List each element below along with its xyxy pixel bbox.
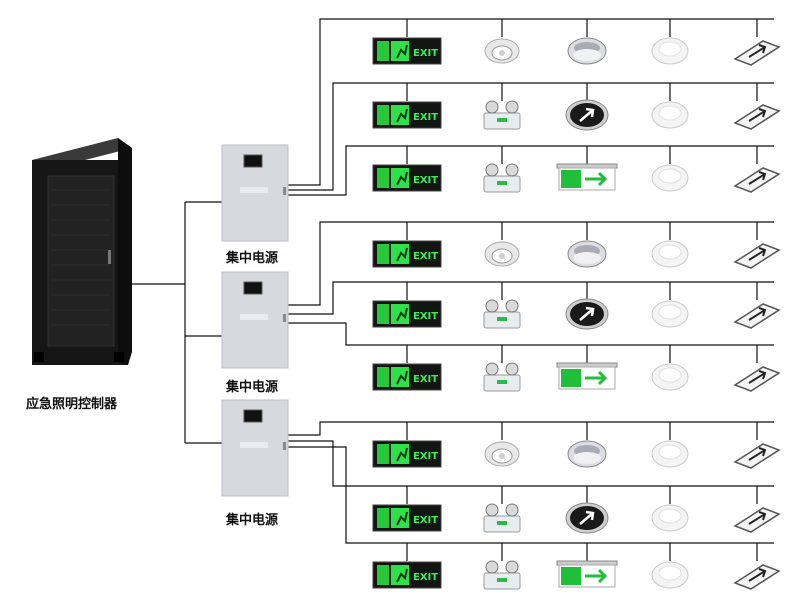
twin-head-emergency-light-icon [483,100,521,130]
floor-arrow-icon [733,443,781,469]
twin-head-emergency-light-icon [483,503,521,533]
round-light-icon [651,101,689,129]
exit-sign-icon: EXIT [372,300,442,328]
ceiling-light-icon [567,37,607,65]
power-unit-cabinet-icon [221,399,289,497]
svg-text:EXIT: EXIT [413,515,438,526]
downlight-icon [484,441,520,467]
exit-sign-icon: EXIT [372,504,442,532]
round-light-icon [651,300,689,328]
ceiling-light-icon [567,440,607,468]
round-light-icon [651,164,689,192]
exit-sign-icon: EXIT [372,101,442,129]
exit-sign-icon: EXIT [372,164,442,192]
power-unit-label-2: 集中电源 [226,380,279,395]
round-light-icon [651,363,689,391]
power-unit-cabinet-icon [221,144,289,242]
twin-head-emergency-light-icon [483,163,521,193]
arrow-disc-sign-icon [565,298,609,330]
downlight-icon [484,38,520,64]
svg-text:EXIT: EXIT [413,374,438,385]
round-light-icon [651,440,689,468]
exit-sign-icon: EXIT [372,240,442,268]
floor-arrow-icon [733,104,781,130]
controller-label: 应急照明控制器 [26,397,118,412]
exit-sign-icon: EXIT [372,37,442,65]
svg-text:EXIT: EXIT [413,572,438,583]
floor-arrow-icon [733,40,781,66]
twin-head-emergency-light-icon [483,560,521,590]
hanging-exit-sign-icon [556,163,618,191]
arrow-disc-sign-icon [565,502,609,534]
exit-sign-icon: EXIT [372,561,442,589]
power-unit-cabinet-icon [221,271,289,369]
floor-arrow-icon [733,507,781,533]
round-light-icon [651,561,689,589]
twin-head-emergency-light-icon [483,362,521,392]
svg-text:EXIT: EXIT [413,451,438,462]
round-light-icon [651,240,689,268]
exit-sign-icon: EXIT [372,440,442,468]
floor-arrow-icon [733,167,781,193]
downlight-icon [484,241,520,267]
floor-arrow-icon [733,243,781,269]
wiring [132,18,774,561]
svg-text:EXIT: EXIT [413,112,438,123]
round-light-icon [651,37,689,65]
exit-sign-icon: EXIT [372,363,442,391]
twin-head-emergency-light-icon [483,299,521,329]
floor-arrow-icon [733,564,781,590]
hanging-exit-sign-icon [556,560,618,588]
svg-text:EXIT: EXIT [413,175,438,186]
svg-text:EXIT: EXIT [413,48,438,59]
floor-arrow-icon [733,366,781,392]
svg-text:EXIT: EXIT [413,251,438,262]
power-unit-label-1: 集中电源 [226,251,279,266]
svg-text:EXIT: EXIT [413,311,438,322]
ceiling-light-icon [567,240,607,268]
hanging-exit-sign-icon [556,362,618,390]
floor-arrow-icon [733,303,781,329]
controller-cabinet-icon [32,138,132,365]
arrow-disc-sign-icon [565,99,609,131]
power-unit-label-3: 集中电源 [226,513,279,528]
round-light-icon [651,504,689,532]
